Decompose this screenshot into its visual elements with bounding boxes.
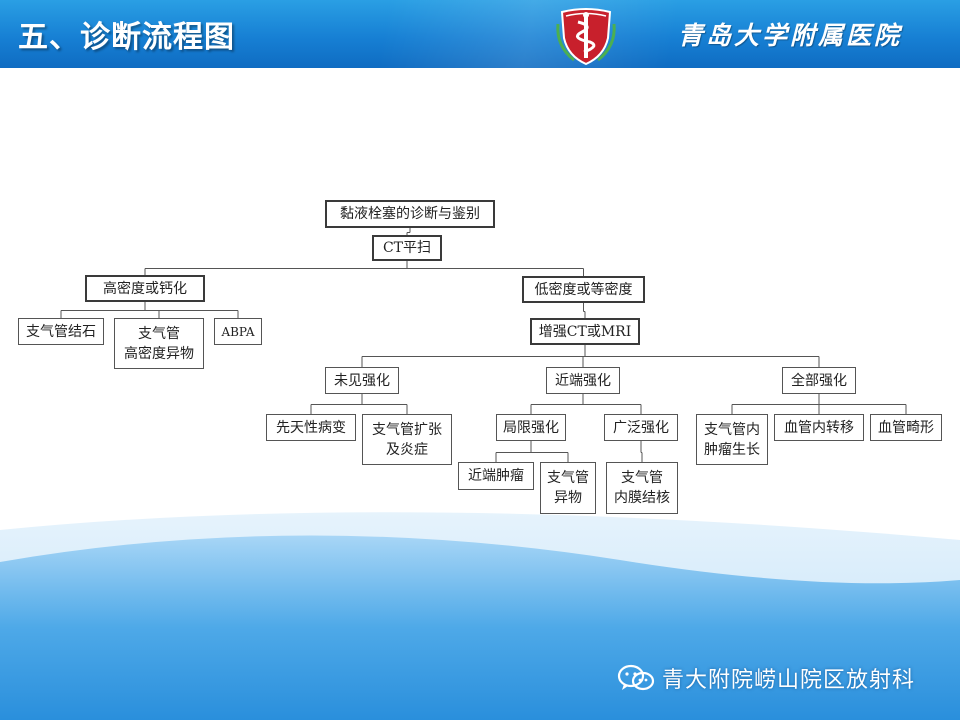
flow-node-bronchial-foreign-body: 支气管 异物: [540, 462, 596, 514]
page-title: 五、诊断流程图: [18, 20, 235, 55]
footer-account-name: 青大附院崂山院区放射科: [662, 668, 916, 693]
flow-node-intravascular-metastasis: 血管内转移: [774, 414, 864, 441]
hospital-name: 青岛大学附属医院: [678, 21, 903, 50]
flow-node-vascular-malformation: 血管畸形: [870, 414, 942, 441]
flow-node-endobronchial-tb: 支气管 内膜结核: [606, 462, 678, 514]
wechat-icon: [617, 664, 655, 691]
flow-node-localized-enhancement: 局限强化: [496, 414, 566, 441]
flow-node-high-density-foreign-body: 支气管 高密度异物: [114, 318, 204, 369]
flow-node-full-enhancement: 全部强化: [782, 367, 856, 394]
flow-node-high-density: 高密度或钙化: [85, 275, 205, 302]
flow-node-proximal-tumor: 近端肿瘤: [458, 462, 534, 490]
flow-node-root: 黏液栓塞的诊断与鉴别: [325, 200, 495, 228]
flow-node-enhanced-ct: 增强CT或MRI: [530, 318, 640, 345]
flow-node-ct-plain: CT平扫: [372, 235, 442, 261]
flow-node-low-density: 低密度或等密度: [522, 276, 645, 303]
flow-node-no-enhancement: 未见强化: [325, 367, 399, 394]
flow-node-intraluminal-tumor: 支气管内 肿瘤生长: [696, 414, 768, 465]
flow-node-proximal-enhancement: 近端强化: [546, 367, 620, 394]
flow-node-bronchial-stone: 支气管结石: [18, 318, 104, 345]
header-shine: [0, 0, 960, 68]
hospital-caduceus-logo-icon: [556, 8, 616, 66]
flow-node-bronchiectasis: 支气管扩张 及炎症: [362, 414, 452, 465]
flow-node-extensive-enhancement: 广泛强化: [604, 414, 678, 441]
flow-node-abpa: ABPA: [214, 318, 262, 345]
header-banner: 五、诊断流程图 青岛大学附属医院: [0, 0, 960, 68]
flow-node-congenital-lesion: 先天性病变: [266, 414, 356, 441]
bottom-wave-decoration: [0, 512, 960, 720]
footer-account: 青大附院崂山院区放射科: [616, 662, 915, 694]
